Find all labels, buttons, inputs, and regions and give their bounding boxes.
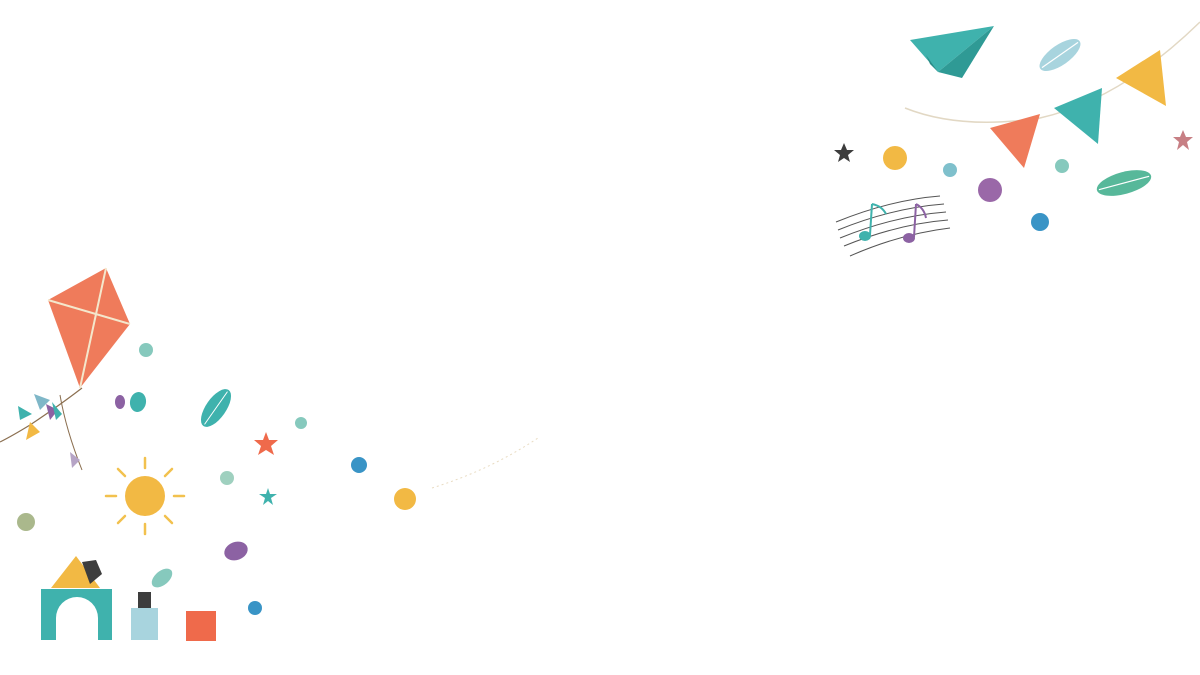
toy-blocks (41, 556, 216, 641)
roof-block (51, 556, 100, 588)
leaf-icon (1039, 38, 1081, 72)
confetti-dot (1055, 159, 1069, 173)
confetti-dot (248, 601, 262, 615)
confetti-dot (220, 471, 234, 485)
star-icon (1173, 130, 1193, 150)
leaf-icon (151, 568, 173, 588)
bunting-flag-teal (1054, 88, 1102, 144)
small-dark-block (138, 592, 151, 608)
sun-icon (104, 456, 186, 536)
confetti-dot (978, 178, 1002, 202)
confetti-dot (351, 457, 367, 473)
star-icon (834, 143, 854, 162)
paper-plane-icon (910, 26, 994, 78)
leaf-icon (115, 395, 125, 409)
kite-tail-bows (18, 394, 80, 468)
bunting-flag-yellow (1116, 50, 1166, 106)
confetti-dot (295, 417, 307, 429)
arch-block (41, 589, 112, 640)
leaf-icon (200, 389, 232, 427)
leaf-icon (129, 392, 147, 412)
kite-icon (47, 267, 131, 389)
bunting-flag-coral (990, 114, 1040, 168)
confetti-dot (139, 343, 153, 357)
bunting-flags (990, 50, 1166, 168)
kite-string (431, 437, 539, 489)
leaf-icon (1096, 170, 1152, 196)
star-icon (259, 488, 277, 505)
kite-tail-string (59, 394, 83, 471)
music-notes-icon (835, 195, 951, 257)
star-icon (254, 432, 278, 455)
leaf-icon (224, 541, 248, 561)
confetti-dot (943, 163, 957, 177)
cube-block (186, 611, 216, 641)
leaf-icon (17, 513, 35, 531)
chimney-block (82, 560, 102, 584)
confetti-dot (1031, 213, 1049, 231)
confetti-dot (394, 488, 416, 510)
tall-block (131, 608, 158, 640)
confetti-dot (883, 146, 907, 170)
